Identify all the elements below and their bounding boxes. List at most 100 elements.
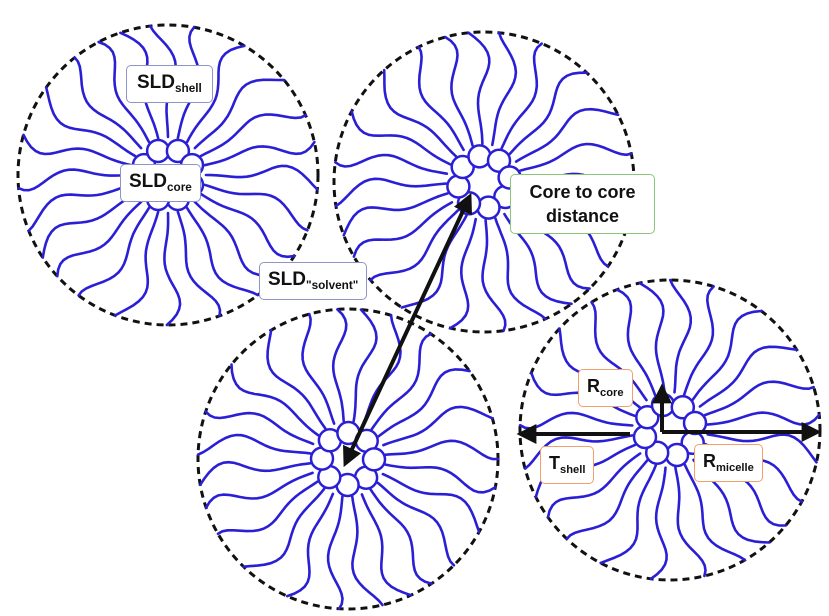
polymer-chain <box>203 183 309 232</box>
core-to-core-distance-label: Core to core distance <box>510 174 655 234</box>
polymer-chain <box>204 471 314 509</box>
sld-shell-sub: shell <box>175 82 202 96</box>
polymer-chain <box>199 113 307 158</box>
polymer-chain <box>97 40 151 144</box>
polymer-chain <box>163 211 182 327</box>
polymer-chain <box>41 192 137 259</box>
core-bead <box>361 447 387 472</box>
polymer-chain <box>691 309 763 401</box>
polymer-chain <box>22 133 133 167</box>
polymer-chain <box>467 31 491 146</box>
r-micelle-main: R <box>703 451 716 471</box>
core-to-core-arrow <box>343 192 472 468</box>
core-bead <box>476 195 501 220</box>
sld-core-sub: core <box>167 181 192 195</box>
polymer-chain <box>199 192 296 259</box>
sld-solvent-main: SLD <box>268 269 306 290</box>
polymer-chain <box>565 459 649 541</box>
polymer-chain <box>703 380 815 417</box>
polymer-chain <box>706 433 818 464</box>
r-core-sub: core <box>600 386 624 399</box>
sld-core-main: SLD <box>129 171 167 192</box>
polymer-chain <box>668 278 692 394</box>
polymer-chain <box>285 492 335 598</box>
polymer-chain <box>682 285 715 396</box>
polymer-chain <box>360 493 413 597</box>
polymer-chain <box>242 487 326 568</box>
polymer-chain <box>198 460 312 487</box>
sld-shell-label: SLDshell <box>126 65 213 103</box>
polymer-chain <box>196 433 312 456</box>
polymer-chain <box>481 218 507 332</box>
sld-core-label: SLDcore <box>120 164 201 202</box>
polymer-chain <box>698 345 798 408</box>
polymer-chain <box>176 210 222 318</box>
polymer-chain <box>615 288 657 397</box>
polymer-chain <box>193 200 282 277</box>
polymer-chain <box>185 44 246 144</box>
polymer-chain <box>376 481 456 567</box>
polymer-chain <box>56 200 143 278</box>
polymer-chain <box>546 452 642 519</box>
polymer-chain <box>491 31 518 147</box>
polymer-chain <box>77 206 151 297</box>
t-shell-label: Tshell <box>540 446 595 484</box>
polymer-chain <box>230 363 320 437</box>
sld-shell-main: SLD <box>137 72 175 93</box>
sld-solvent-label: SLD"solvent" <box>259 262 368 300</box>
polymer-chain <box>508 71 589 156</box>
polymer-chain <box>382 405 494 447</box>
polymer-chain <box>500 42 543 150</box>
core-bead <box>632 424 658 450</box>
polymer-chain <box>361 314 402 426</box>
polymer-chain <box>400 214 468 309</box>
polymer-chain <box>384 463 497 494</box>
measurement-arrows <box>343 192 822 468</box>
polymer-chain <box>73 56 143 150</box>
polymer-chain <box>185 206 260 297</box>
r-core-label: Rcore <box>578 369 633 407</box>
t-shell-main: T <box>549 453 560 473</box>
polymer-chain <box>204 164 319 191</box>
core-bead <box>664 442 690 468</box>
polymer-chain <box>381 472 481 534</box>
polymer-chain <box>494 217 547 321</box>
core-bead <box>467 144 492 169</box>
polymer-chain <box>44 86 137 158</box>
polymer-chain <box>216 480 319 536</box>
polymer-chain <box>519 142 633 172</box>
r-micelle-label: Rmicelle <box>694 444 763 482</box>
polymer-chain <box>351 495 384 607</box>
polymer-chain <box>444 35 474 147</box>
polymer-chain <box>638 281 666 394</box>
micelle-boundary <box>16 23 320 327</box>
polymer-chain <box>706 411 821 426</box>
polymer-chain <box>331 308 348 423</box>
sld-solvent-sub: "solvent" <box>306 279 359 293</box>
polymer-chain <box>301 312 336 425</box>
polymer-chain <box>417 45 465 152</box>
polymer-chain <box>193 78 286 150</box>
polymer-chain <box>17 168 132 192</box>
polymer-chain <box>674 466 707 578</box>
polymer-chain <box>683 463 747 562</box>
polymer-chain <box>590 300 648 402</box>
polymer-chain <box>369 488 433 585</box>
polymer-chain <box>113 210 160 317</box>
polymer-chain <box>326 495 344 610</box>
polymer-chain <box>334 153 449 175</box>
polymer-chain <box>204 410 315 446</box>
polymer-chain <box>518 411 634 430</box>
r-core-main: R <box>587 376 600 396</box>
t-shell-sub: shell <box>560 463 586 476</box>
polymer-chain <box>377 368 471 438</box>
r-micelle-sub: micelle <box>716 461 754 474</box>
polymer-chain <box>203 140 316 167</box>
polymer-chain <box>514 107 620 163</box>
polymer-chain <box>599 464 658 565</box>
core-bead <box>446 174 471 199</box>
polymer-chain <box>266 328 327 430</box>
polymer-chain <box>334 177 448 208</box>
polymer-chain <box>384 439 500 461</box>
